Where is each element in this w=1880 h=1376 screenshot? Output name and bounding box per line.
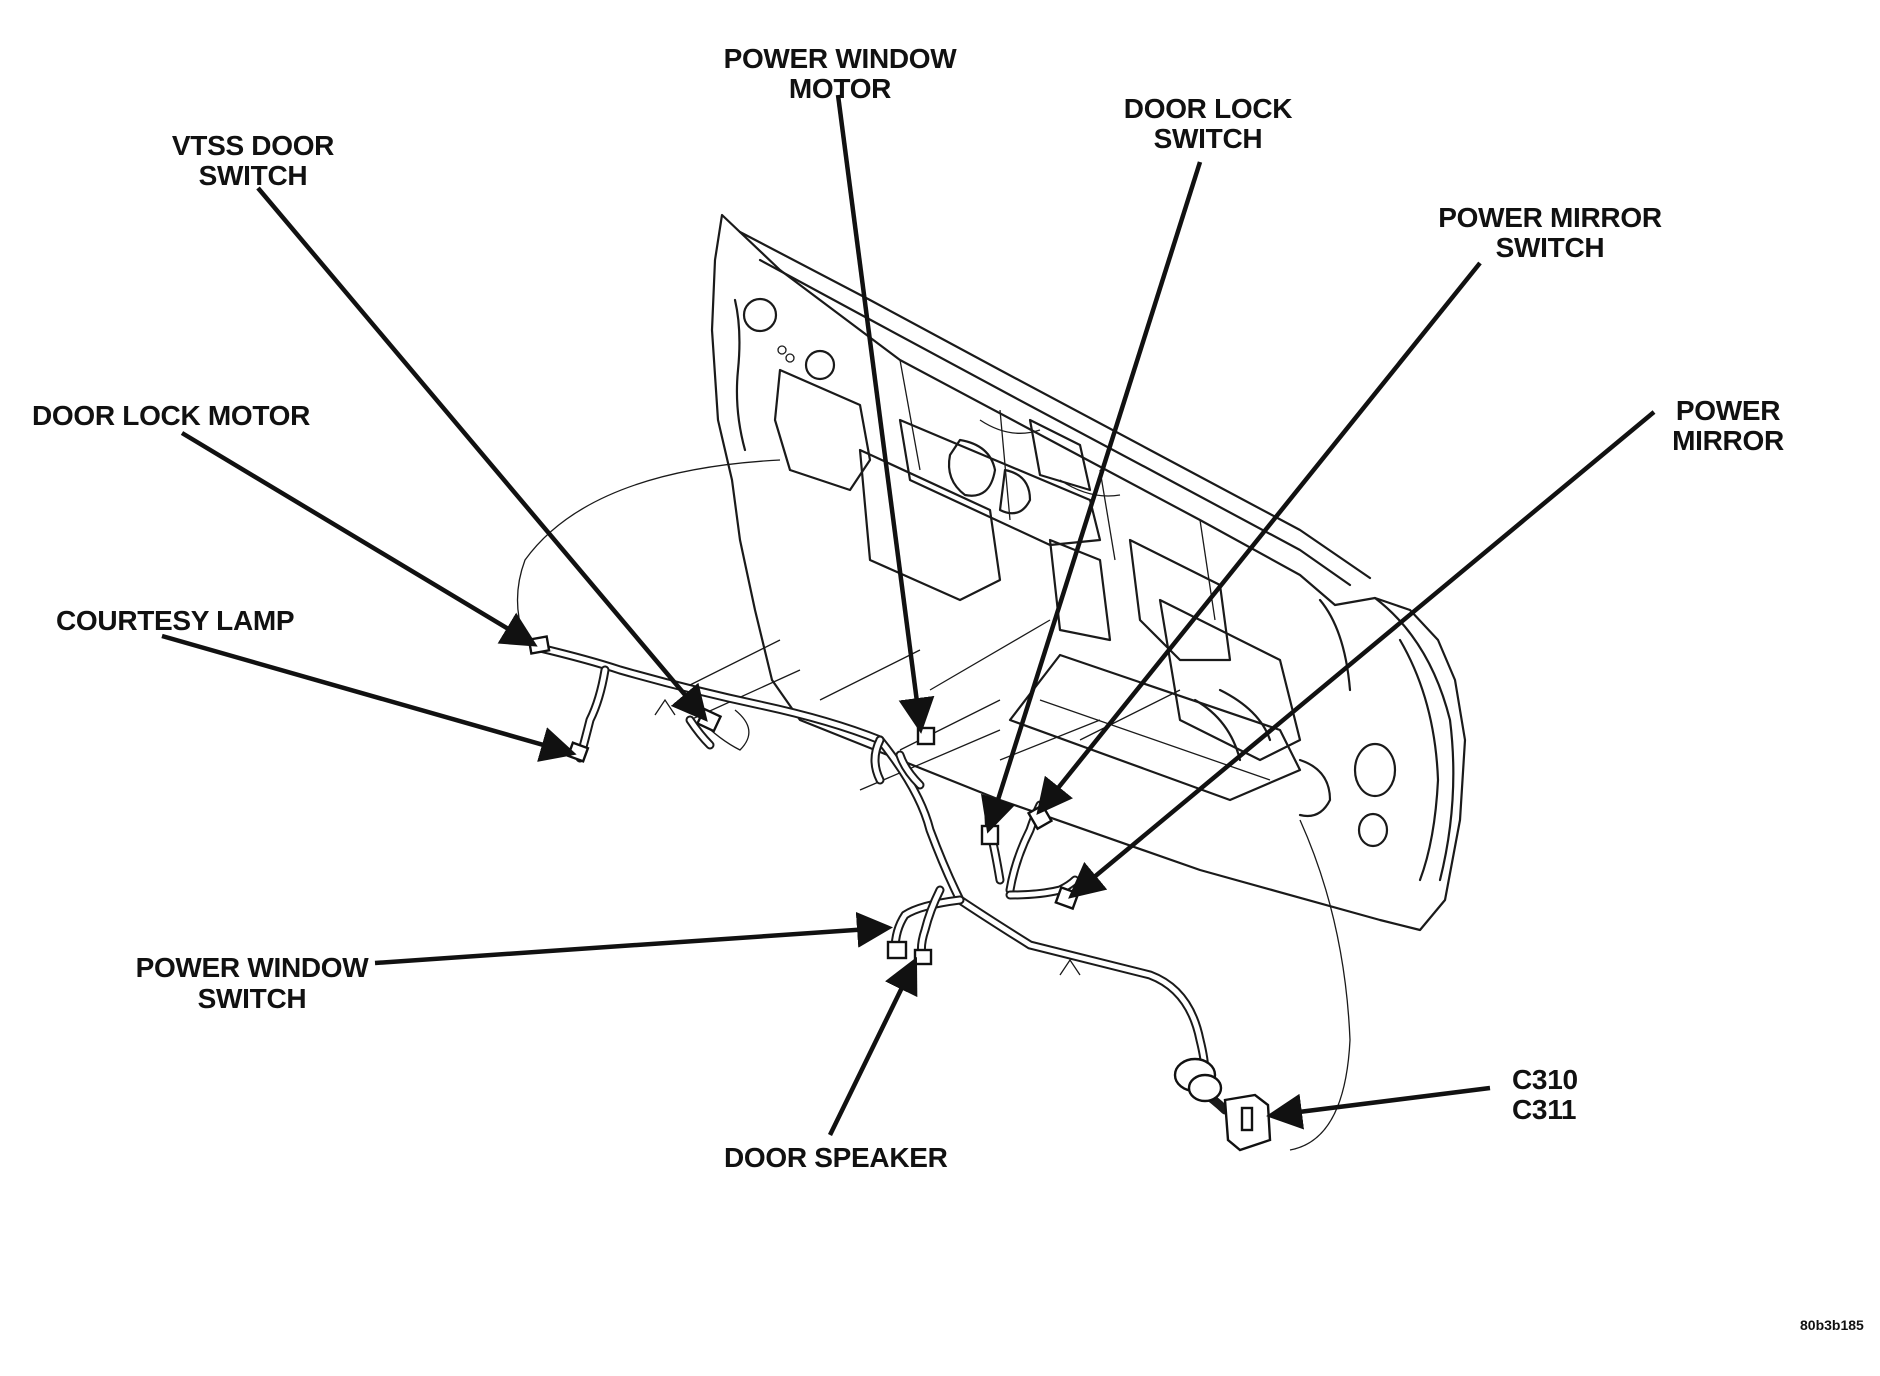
power-mirror-leader <box>1068 410 1656 899</box>
label-courtesy-lamp: COURTESY LAMP <box>56 605 294 636</box>
power-window-switch-leader <box>374 911 893 966</box>
c310-c311-leader <box>1266 1085 1491 1130</box>
label-door-lock-motor: DOOR LOCK MOTOR <box>32 400 310 431</box>
label-power-window-switch-line1: POWER WINDOW <box>136 952 370 983</box>
label-power-mirror-switch-line1: POWER MIRROR <box>1438 202 1662 233</box>
leader-lines <box>161 94 1656 1136</box>
power-mirror-switch-leader <box>1036 261 1482 816</box>
harness-connectors <box>527 635 1272 1152</box>
door-lock-motor-leader <box>180 431 538 647</box>
courtesy-lamp-leader <box>161 633 577 762</box>
power-window-motor-leader <box>835 94 935 734</box>
door-lock-switch-leader <box>980 161 1203 834</box>
label-connector-c310: C310 <box>1512 1064 1578 1095</box>
label-vtss-door-switch-line1: VTSS DOOR <box>172 130 334 161</box>
label-vtss-door-switch-line2: SWITCH <box>199 160 308 191</box>
figure-code: 80b3b185 <box>1800 1317 1864 1333</box>
routing-guide-lines <box>516 459 1351 1151</box>
label-power-window-motor-line2: MOTOR <box>789 73 891 104</box>
door-speaker-connector <box>913 948 933 966</box>
label-power-mirror-line2: MIRROR <box>1672 425 1784 456</box>
door-lock-motor-connector <box>527 635 551 655</box>
label-power-window-motor-line1: POWER WINDOW <box>724 43 958 74</box>
vtss-door-switch-leader <box>256 186 708 722</box>
callout-labels: VTSS DOOR SWITCH POWER WINDOW MOTOR DOOR… <box>32 43 1864 1333</box>
power-window-switch-connector <box>886 940 908 960</box>
label-door-lock-switch-line2: SWITCH <box>1154 123 1263 154</box>
label-power-window-switch-line2: SWITCH <box>198 983 307 1014</box>
wiring-harness <box>535 643 1230 1115</box>
door-lock-switch-connector <box>980 824 1000 846</box>
label-power-mirror-switch-line2: SWITCH <box>1496 232 1605 263</box>
label-power-mirror-line1: POWER <box>1676 395 1780 426</box>
door-speaker-leader <box>827 956 918 1136</box>
label-door-speaker: DOOR SPEAKER <box>724 1142 948 1173</box>
label-connector-c311: C311 <box>1512 1094 1576 1125</box>
power-window-motor-connector <box>916 726 936 746</box>
door-inner-panel <box>710 213 1467 932</box>
label-door-lock-switch-line1: DOOR LOCK <box>1124 93 1292 124</box>
